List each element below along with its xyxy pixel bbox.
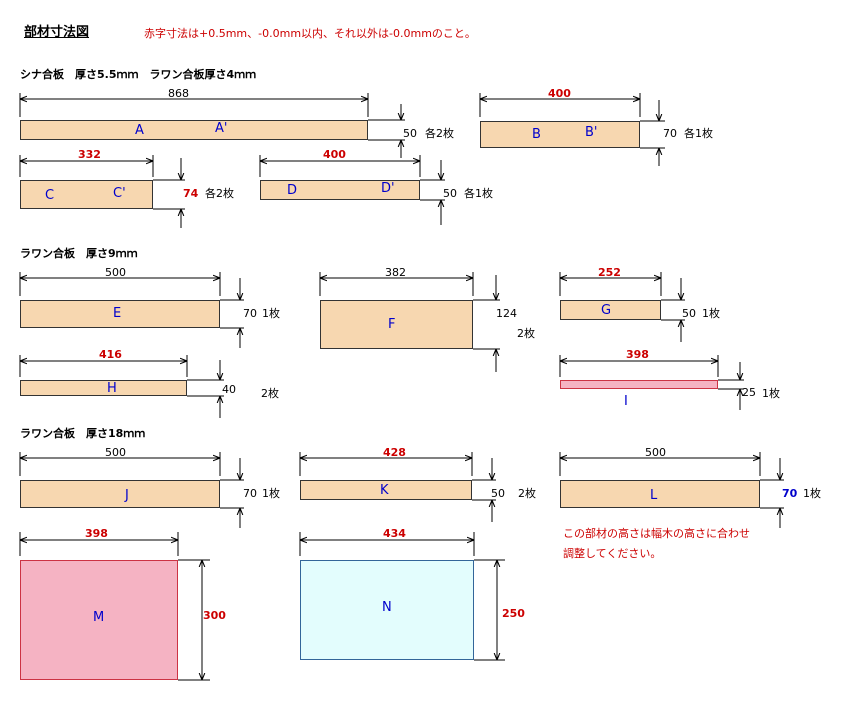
- part-l-height: 70: [782, 487, 798, 500]
- part-j-qty: 1枚: [262, 487, 280, 500]
- part-d-label: D: [287, 183, 298, 198]
- part-d-qty: 各1枚: [464, 187, 493, 200]
- part-a-qty: 各2枚: [425, 127, 454, 140]
- part-f-height: 124: [496, 307, 517, 320]
- part-k: [300, 480, 472, 500]
- part-c-alt-label: C': [113, 186, 126, 201]
- part-e: [20, 300, 220, 328]
- part-e-label: E: [113, 306, 122, 321]
- part-l-width: 500: [645, 446, 666, 459]
- part-f: [320, 300, 473, 349]
- part-h-height: 40: [222, 383, 236, 396]
- part-d-width: 400: [323, 148, 346, 161]
- part-n-width: 434: [383, 527, 406, 540]
- part-a-height: 50: [403, 127, 417, 140]
- part-e-qty: 1枚: [262, 307, 280, 320]
- part-d-alt-label: D': [381, 181, 395, 196]
- part-b-width: 400: [548, 87, 571, 100]
- part-l-label: L: [650, 488, 658, 503]
- part-j-label: J: [125, 488, 129, 503]
- part-h-label: H: [107, 381, 117, 396]
- part-m: [20, 560, 178, 680]
- part-j-height: 70: [243, 487, 257, 500]
- part-g-qty: 1枚: [702, 307, 720, 320]
- part-a-width: 868: [168, 87, 189, 100]
- part-d: [260, 180, 420, 200]
- part-n-label: N: [382, 600, 392, 615]
- part-m-height: 300: [203, 609, 226, 622]
- section-heading-1: シナ合板 厚さ5.5ｍｍ ラワン合板厚さ4ｍｍ: [20, 68, 257, 81]
- part-f-width: 382: [385, 266, 406, 279]
- part-i-qty: 1枚: [762, 387, 780, 400]
- part-c-height: 74: [183, 187, 199, 200]
- part-l-note-line1: この部材の高さは幅木の高さに合わせ: [563, 527, 750, 540]
- part-b-height: 70: [663, 127, 677, 140]
- part-n: [300, 560, 474, 660]
- part-h: [20, 380, 187, 396]
- part-a: [20, 120, 368, 140]
- part-l-note-line2: 調整してください。: [563, 547, 662, 560]
- part-b-label: B: [532, 127, 541, 142]
- part-c-width: 332: [78, 148, 101, 161]
- part-b: [480, 121, 640, 148]
- section-heading-2: ラワン合板 厚さ9ｍｍ: [20, 247, 138, 260]
- part-b-qty: 各1枚: [684, 127, 713, 140]
- part-j: [20, 480, 220, 508]
- part-e-width: 500: [105, 266, 126, 279]
- part-e-height: 70: [243, 307, 257, 320]
- part-l-qty: 1枚: [803, 487, 821, 500]
- part-h-qty: 2枚: [261, 387, 279, 400]
- part-m-width: 398: [85, 527, 108, 540]
- page-title: 部材寸法図: [24, 25, 90, 40]
- part-i: [560, 380, 718, 389]
- part-h-width: 416: [99, 348, 122, 361]
- part-m-label: M: [93, 610, 105, 625]
- part-g: [560, 300, 661, 320]
- part-f-label: F: [388, 317, 396, 332]
- part-i-height: 25: [742, 386, 756, 399]
- part-k-width: 428: [383, 446, 406, 459]
- part-f-qty: 2枚: [517, 327, 535, 340]
- part-c-label: C: [45, 188, 55, 203]
- part-k-qty: 2枚: [518, 487, 536, 500]
- part-c: [20, 180, 153, 209]
- part-l: [560, 480, 760, 508]
- part-g-width: 252: [598, 266, 621, 279]
- part-g-height: 50: [682, 307, 696, 320]
- part-i-width: 398: [626, 348, 649, 361]
- part-k-label: K: [380, 483, 389, 498]
- tolerance-note: 赤字寸法は+0.5mm、-0.0mm以内、それ以外は-0.0mmのこと。: [144, 27, 476, 40]
- part-n-height: 250: [502, 607, 525, 620]
- part-j-width: 500: [105, 446, 126, 459]
- part-d-height: 50: [443, 187, 457, 200]
- section-heading-3: ラワン合板 厚さ18ｍｍ: [20, 427, 146, 440]
- part-a-alt-label: A': [215, 121, 228, 136]
- part-b-alt-label: B': [585, 125, 598, 140]
- part-c-qty: 各2枚: [205, 187, 234, 200]
- part-k-height: 50: [491, 487, 505, 500]
- part-i-label: I: [624, 394, 628, 409]
- part-g-label: G: [601, 303, 612, 318]
- part-a-label: A: [135, 123, 144, 138]
